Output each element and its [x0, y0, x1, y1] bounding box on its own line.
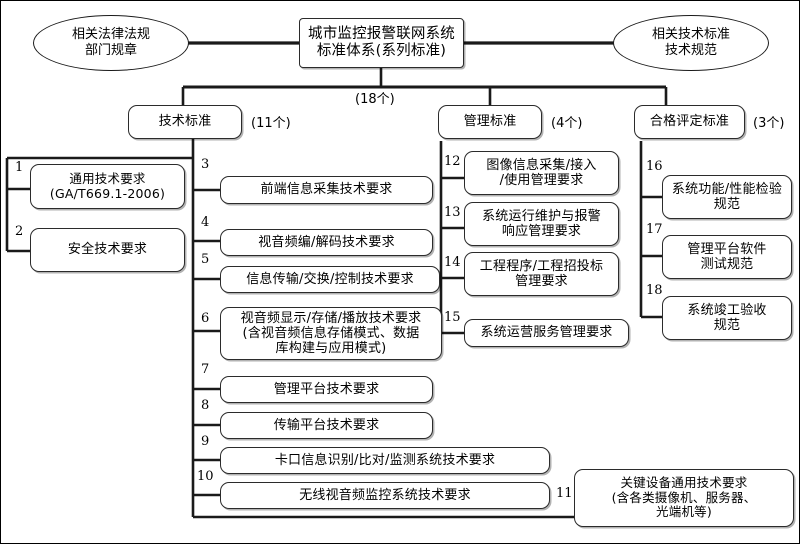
item-node-9[interactable]: 卡口信息识别/比对/监测系统技术要求	[220, 447, 550, 474]
item-label-8: 传输平台技术要求	[273, 417, 380, 433]
item-label-18: 系统竣工验收 规范	[687, 302, 767, 333]
item-number-11: 11	[556, 486, 573, 501]
item-number-13: 13	[444, 205, 461, 220]
item-label-2: 安全技术要求	[67, 242, 148, 258]
item-node-12[interactable]: 图像信息采集/接入 /使用管理要求	[464, 151, 619, 195]
category-node-management[interactable]: 管理标准	[438, 105, 542, 139]
category-count-management: (4个)	[551, 116, 583, 131]
item-node-15[interactable]: 系统运营服务管理要求	[464, 319, 629, 347]
item-node-4[interactable]: 视音频编/解码技术要求	[220, 229, 433, 256]
item-node-17[interactable]: 管理平台软件 测试规范	[662, 235, 792, 279]
item-number-4: 4	[201, 215, 210, 230]
item-number-6: 6	[201, 311, 210, 326]
item-number-7: 7	[201, 362, 210, 377]
root-count-label: (18个)	[355, 92, 395, 107]
item-number-9: 9	[201, 434, 210, 449]
item-number-2: 2	[15, 224, 24, 239]
right-ellipse-label: 相关技术标准 技术规范	[651, 27, 730, 58]
item-label-11: 关键设备通用技术要求 (含各类摄像机、服务器、 光端机等)	[611, 474, 757, 520]
item-node-5[interactable]: 信息传输/交换/控制技术要求	[220, 266, 440, 293]
item-label-1: 通用技术要求 (GA/T669.1-2006)	[49, 170, 166, 201]
category-label-technical: 技术标准	[158, 114, 212, 130]
item-label-12: 图像信息采集/接入 /使用管理要求	[486, 157, 597, 188]
item-label-3: 前端信息采集技术要求	[260, 182, 393, 198]
item-number-18: 18	[646, 283, 663, 298]
item-node-18[interactable]: 系统竣工验收 规范	[662, 296, 792, 340]
item-label-16: 系统功能/性能检验 规范	[671, 181, 783, 212]
item-node-3[interactable]: 前端信息采集技术要求	[220, 176, 433, 204]
category-node-conformity[interactable]: 合格评定标准	[634, 105, 745, 139]
category-label-management: 管理标准	[463, 114, 517, 130]
item-label-10: 无线视音频监控系统技术要求	[299, 487, 471, 503]
item-label-13: 系统运行维护与报警 响应管理要求	[482, 208, 601, 239]
item-label-4: 视音频编/解码技术要求	[258, 234, 395, 250]
item-node-7[interactable]: 管理平台技术要求	[220, 376, 433, 403]
item-node-13[interactable]: 系统运行维护与报警 响应管理要求	[464, 202, 619, 246]
item-label-9: 卡口信息识别/比对/监测系统技术要求	[274, 452, 496, 468]
item-node-11[interactable]: 关键设备通用技术要求 (含各类摄像机、服务器、 光端机等)	[574, 469, 794, 527]
item-node-8[interactable]: 传输平台技术要求	[220, 412, 433, 439]
item-number-17: 17	[646, 222, 663, 237]
item-label-14: 工程程序/工程招投标 管理要求	[479, 258, 604, 289]
right-ellipse-tech: 相关技术标准 技术规范	[613, 15, 769, 71]
item-label-17: 管理平台软件 测试规范	[687, 241, 767, 272]
item-label-15: 系统运营服务管理要求	[480, 325, 613, 341]
category-count-conformity: (3个)	[753, 116, 785, 131]
item-node-6[interactable]: 视音频显示/存储/播放技术要求 (含视音频信息存储模式、数据 库构建与应用模式)	[220, 307, 442, 360]
item-number-15: 15	[444, 310, 461, 325]
item-node-1[interactable]: 通用技术要求 (GA/T669.1-2006)	[30, 164, 185, 209]
root-node-label: 城市监控报警联网系统 标准体系(系列标准)	[308, 25, 455, 59]
left-ellipse-label: 相关法律法规 部门规章	[71, 27, 150, 58]
item-number-5: 5	[201, 252, 210, 267]
left-ellipse-legal: 相关法律法规 部门规章	[33, 15, 189, 71]
item-number-14: 14	[444, 255, 461, 270]
item-number-12: 12	[444, 154, 461, 169]
item-number-3: 3	[201, 157, 210, 172]
item-node-10[interactable]: 无线视音频监控系统技术要求	[220, 482, 550, 509]
category-label-conformity: 合格评定标准	[649, 114, 730, 130]
root-node[interactable]: 城市监控报警联网系统 标准体系(系列标准)	[299, 18, 464, 68]
item-node-14[interactable]: 工程程序/工程招投标 管理要求	[464, 252, 619, 296]
item-label-7: 管理平台技术要求	[273, 381, 380, 397]
item-label-6: 视音频显示/存储/播放技术要求 (含视音频信息存储模式、数据 库构建与应用模式)	[240, 310, 422, 357]
item-node-16[interactable]: 系统功能/性能检验 规范	[662, 175, 792, 219]
item-number-16: 16	[646, 159, 663, 174]
item-node-2[interactable]: 安全技术要求	[30, 228, 185, 272]
item-number-10: 10	[197, 469, 214, 484]
category-node-technical[interactable]: 技术标准	[128, 105, 242, 139]
item-number-1: 1	[15, 160, 24, 175]
item-number-8: 8	[201, 398, 210, 413]
category-count-technical: (11个)	[251, 116, 291, 131]
item-label-5: 信息传输/交换/控制技术要求	[246, 271, 414, 287]
